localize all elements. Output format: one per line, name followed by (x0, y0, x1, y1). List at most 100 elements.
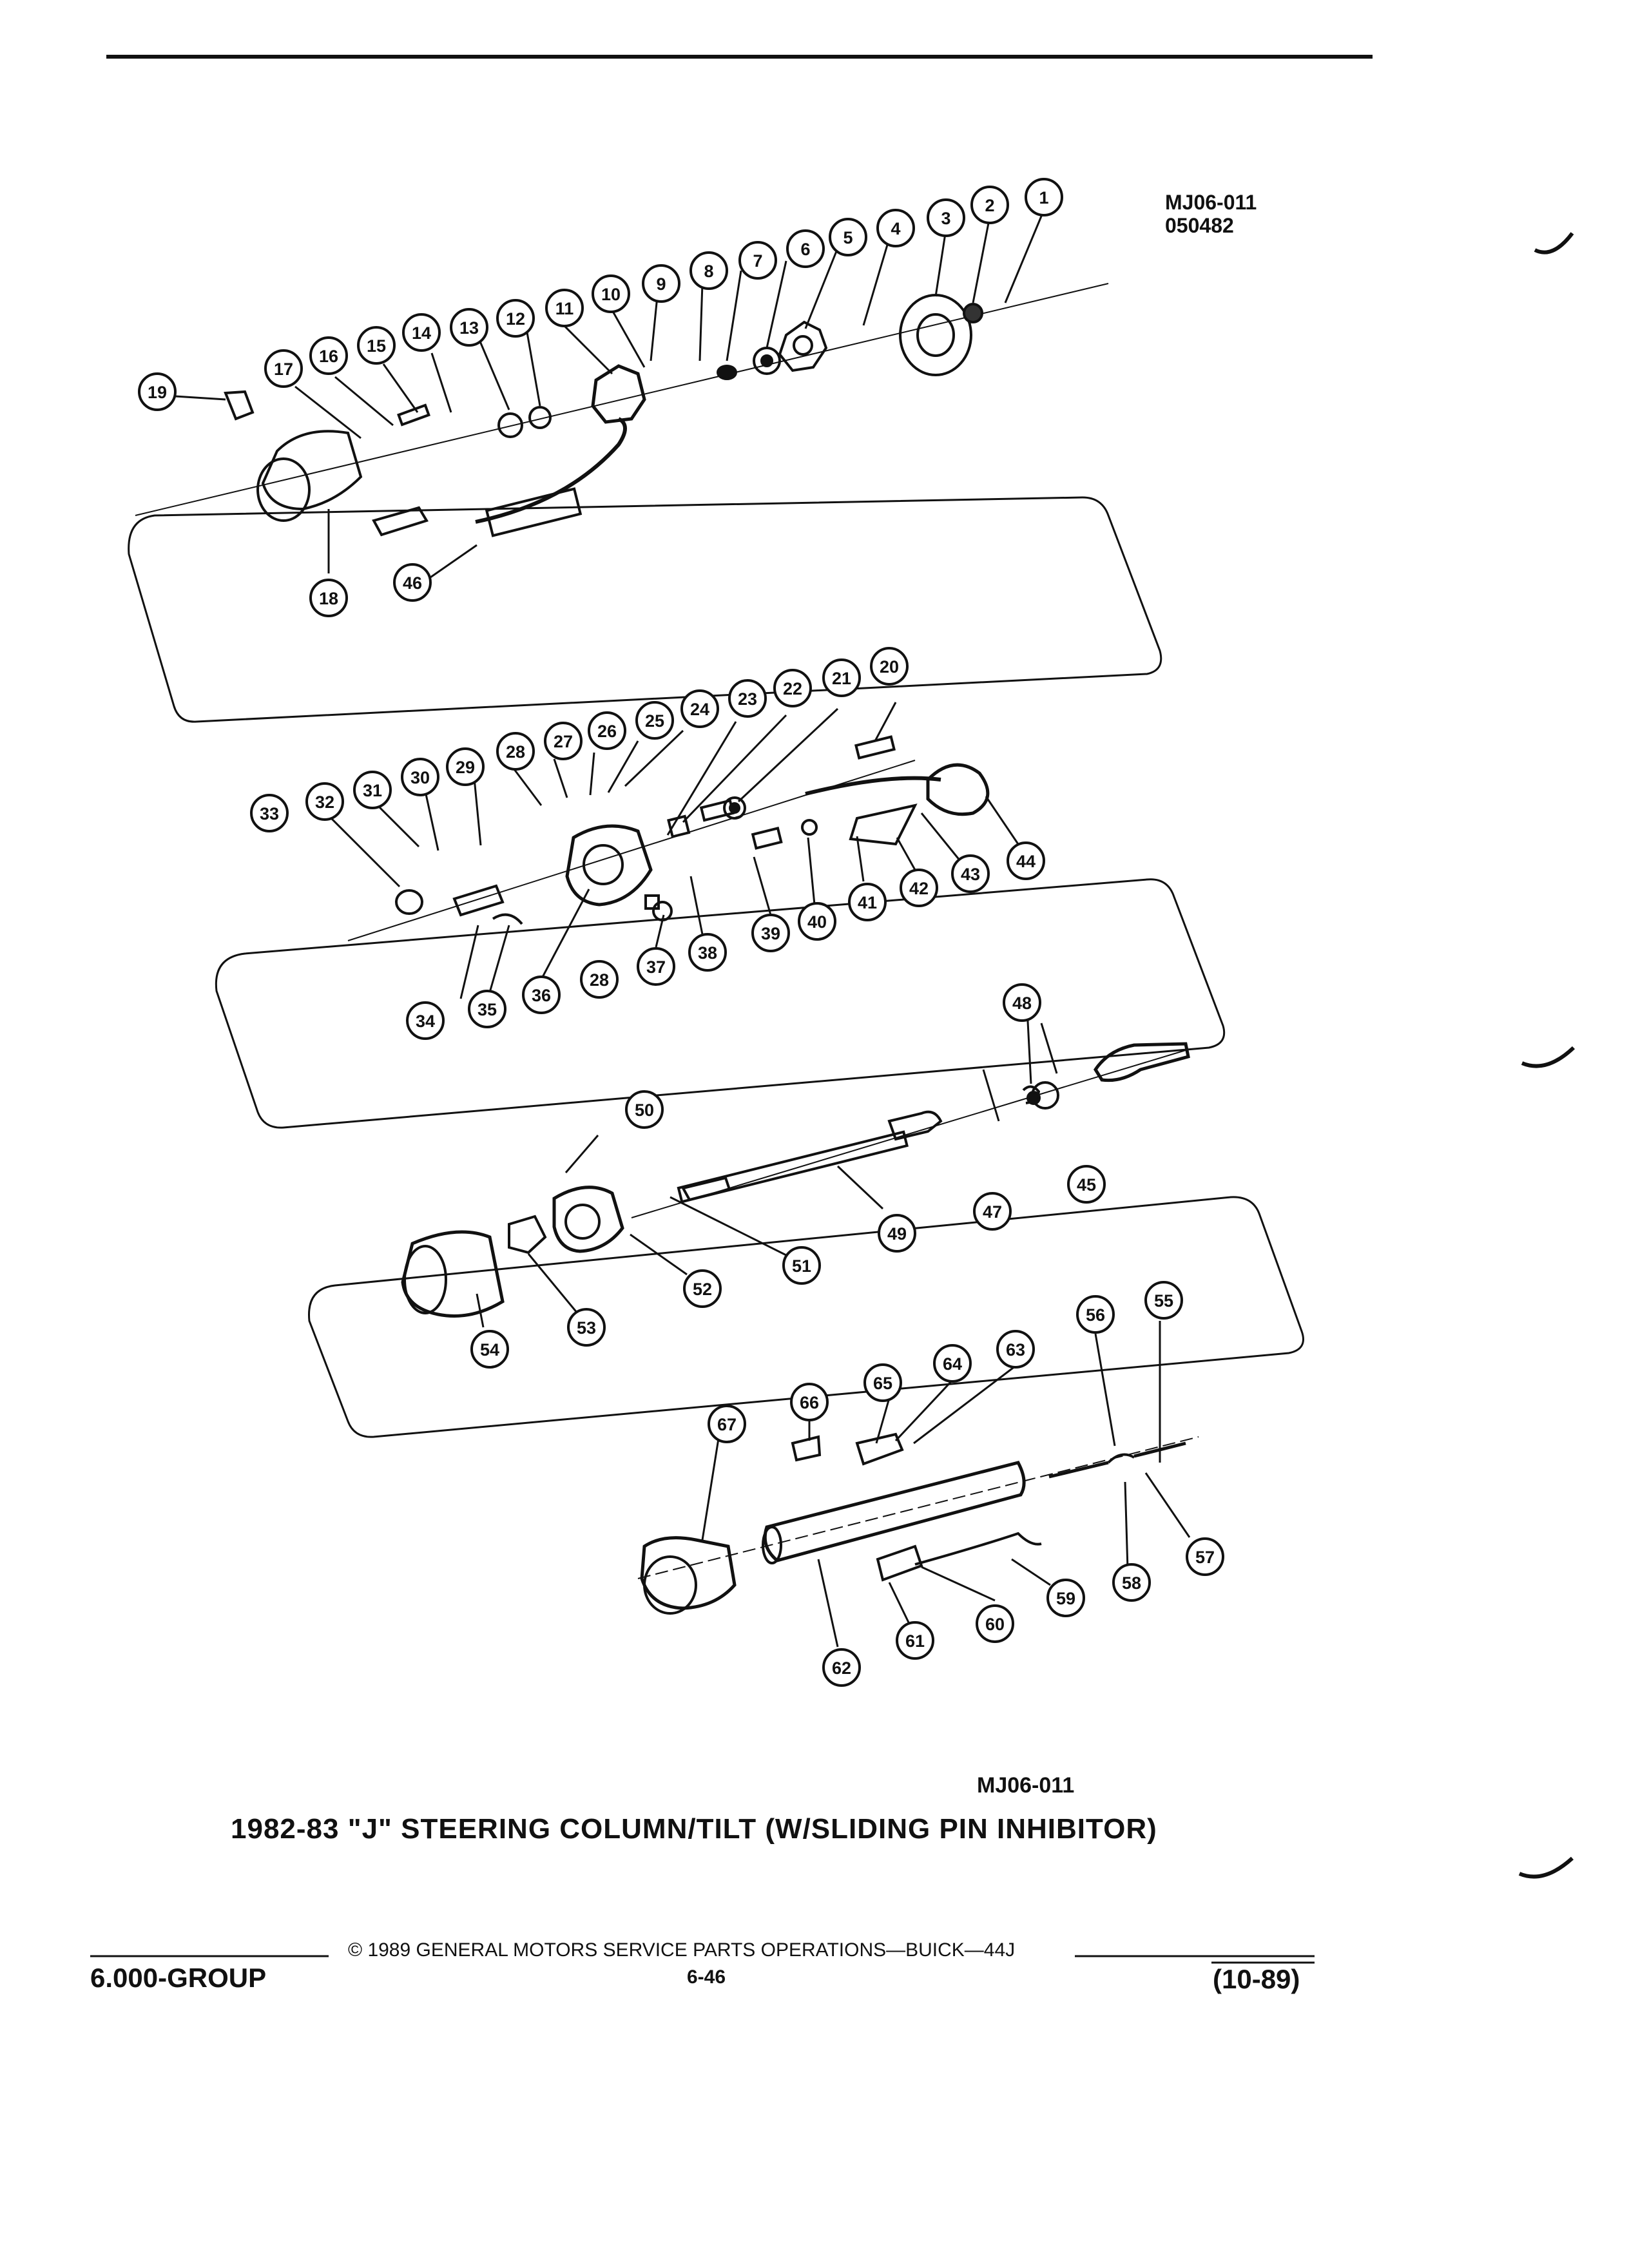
svg-text:24: 24 (690, 700, 709, 719)
callout-42: 42 (900, 869, 938, 907)
svg-text:55: 55 (1154, 1291, 1173, 1311)
svg-text:6: 6 (800, 240, 810, 259)
callouts: 1 2 3 4 5 6 7 8 9 10 11 12 13 14 15 16 1… (138, 178, 1224, 1687)
drawing-id-bottom: MJ06-011 (977, 1773, 1075, 1798)
callout-14: 14 (402, 313, 441, 352)
svg-text:26: 26 (597, 722, 617, 741)
section-1-panel (128, 496, 1162, 723)
group-label: 6.000-GROUP (90, 1963, 267, 1993)
svg-text:59: 59 (1056, 1589, 1075, 1608)
drawing-id-line2: 050482 (1165, 214, 1234, 237)
svg-text:23: 23 (738, 689, 757, 709)
svg-text:50: 50 (635, 1100, 654, 1120)
svg-text:11: 11 (555, 299, 574, 318)
callout-13: 13 (450, 308, 488, 347)
svg-text:28: 28 (590, 970, 609, 990)
callout-64: 64 (933, 1344, 972, 1383)
svg-text:54: 54 (480, 1340, 499, 1360)
callout-9: 9 (642, 264, 680, 303)
svg-text:49: 49 (887, 1224, 907, 1244)
svg-text:39: 39 (761, 924, 780, 943)
svg-text:52: 52 (693, 1280, 712, 1299)
copyright-line: © 1989 GENERAL MOTORS SERVICE PARTS OPER… (348, 1939, 1016, 1961)
callout-30: 30 (401, 758, 439, 796)
callout-39: 39 (751, 914, 790, 952)
callout-10: 10 (592, 274, 630, 313)
svg-text:48: 48 (1012, 994, 1032, 1013)
callout-18: 18 (309, 579, 348, 617)
callout-43: 43 (951, 854, 990, 893)
figure-caption: 1982-83 "J" STEERING COLUMN/TILT (W/SLID… (231, 1813, 1157, 1845)
binder-mark (1534, 232, 1574, 255)
callout-6: 6 (786, 229, 825, 268)
callout-53: 53 (567, 1308, 606, 1347)
svg-text:40: 40 (807, 912, 827, 932)
svg-text:2: 2 (985, 196, 994, 215)
svg-text:44: 44 (1016, 852, 1036, 871)
callout-59: 59 (1046, 1579, 1085, 1617)
binder-mark (1521, 1046, 1576, 1068)
svg-text:38: 38 (698, 943, 717, 963)
svg-text:58: 58 (1122, 1573, 1141, 1593)
callout-61: 61 (896, 1621, 934, 1660)
svg-text:19: 19 (148, 383, 167, 402)
section-4-axis (637, 1436, 1199, 1579)
callout-2: 2 (970, 186, 1009, 224)
svg-text:33: 33 (260, 804, 279, 823)
callout-31: 31 (353, 771, 392, 809)
callout-63: 63 (996, 1330, 1035, 1369)
section-3-parts (401, 1042, 1190, 1318)
revision-date: (10-89) (1213, 1964, 1300, 1994)
callout-56: 56 (1076, 1295, 1115, 1334)
callout-46: 46 (393, 563, 432, 602)
callout-58: 58 (1112, 1563, 1151, 1602)
callout-54: 54 (470, 1330, 509, 1369)
svg-text:53: 53 (577, 1318, 596, 1338)
svg-text:5: 5 (843, 228, 853, 247)
callout-40: 40 (798, 902, 836, 941)
svg-text:32: 32 (315, 793, 334, 812)
callout-35: 35 (468, 990, 506, 1028)
binder-mark (1518, 1856, 1574, 1879)
svg-text:12: 12 (506, 309, 525, 329)
svg-text:43: 43 (961, 865, 980, 884)
svg-text:29: 29 (456, 758, 475, 777)
svg-text:1: 1 (1039, 188, 1048, 207)
section-2-panel (215, 878, 1226, 1129)
svg-text:15: 15 (367, 336, 386, 356)
svg-text:7: 7 (753, 251, 762, 271)
section-2-parts (395, 735, 990, 925)
callout-12: 12 (496, 299, 535, 338)
callout-23: 23 (728, 679, 767, 718)
svg-text:65: 65 (873, 1374, 892, 1393)
svg-text:31: 31 (363, 781, 382, 800)
callout-15: 15 (357, 326, 396, 365)
callout-8: 8 (689, 251, 728, 290)
svg-text:56: 56 (1086, 1305, 1105, 1325)
callout-17: 17 (264, 349, 303, 388)
callout-37: 37 (637, 947, 675, 986)
callout-24: 24 (680, 689, 719, 728)
callout-3: 3 (927, 198, 965, 237)
svg-text:42: 42 (909, 879, 929, 898)
svg-text:20: 20 (880, 657, 899, 677)
callout-36: 36 (522, 975, 561, 1014)
svg-text:21: 21 (832, 669, 851, 688)
svg-text:60: 60 (985, 1615, 1005, 1634)
svg-text:14: 14 (412, 323, 431, 343)
callout-29: 29 (446, 747, 485, 786)
callout-57: 57 (1186, 1537, 1224, 1576)
callout-1: 1 (1025, 178, 1063, 216)
svg-text:61: 61 (905, 1631, 925, 1651)
svg-text:35: 35 (477, 1000, 497, 1019)
svg-text:30: 30 (410, 768, 430, 787)
svg-text:17: 17 (274, 360, 293, 379)
section-3-panel (308, 1196, 1304, 1438)
page-number: 6-46 (687, 1966, 726, 1988)
svg-text:37: 37 (646, 957, 666, 977)
svg-text:45: 45 (1077, 1175, 1096, 1195)
callout-34: 34 (406, 1001, 445, 1040)
callout-28-lower: 28 (580, 960, 619, 999)
svg-text:66: 66 (800, 1393, 819, 1412)
drawing-id-line1: MJ06-011 (1165, 191, 1257, 214)
